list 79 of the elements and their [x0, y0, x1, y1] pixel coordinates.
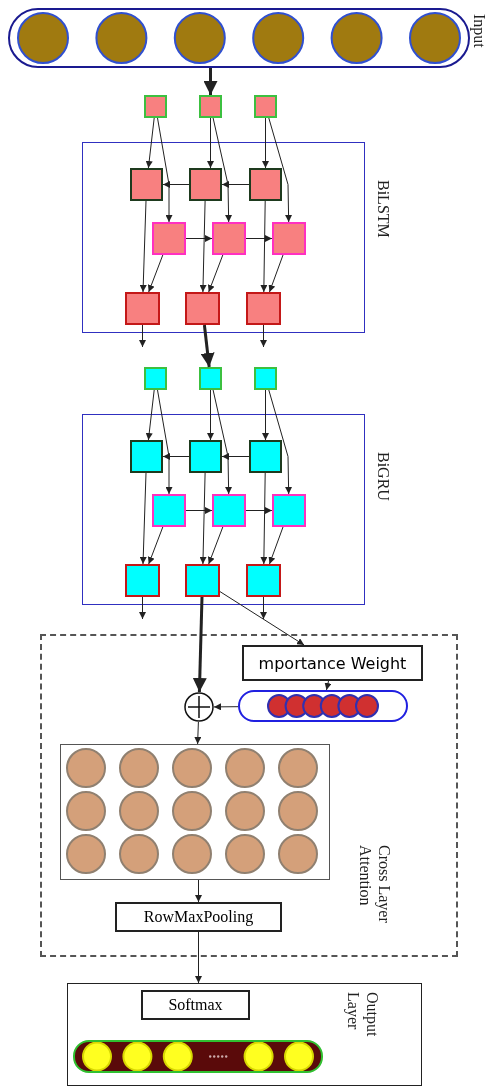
arrow — [212, 117, 233, 223]
arrow — [145, 117, 155, 169]
unit-square — [144, 95, 167, 118]
output-band — [73, 1040, 323, 1073]
unit-square — [189, 168, 222, 201]
arrow — [213, 703, 239, 711]
arrow — [268, 526, 284, 565]
layer-label: Input — [470, 14, 489, 50]
arrow — [139, 596, 146, 620]
arrow — [192, 596, 207, 693]
arrow — [207, 117, 214, 169]
arrow — [268, 117, 293, 223]
unit-square — [249, 440, 282, 473]
unit-square — [125, 564, 160, 597]
layer-label: BiLSTM — [374, 180, 393, 240]
unit-square — [189, 440, 222, 473]
arrow — [212, 389, 233, 495]
arrow — [199, 200, 207, 293]
layer-label: Output Layer — [344, 992, 382, 1039]
arrow — [262, 117, 269, 169]
unit-square — [185, 292, 220, 325]
arrow — [260, 596, 267, 620]
arrow — [157, 117, 173, 223]
arrow — [157, 389, 173, 495]
arrow — [268, 389, 293, 495]
arrow — [139, 200, 147, 293]
arrow — [245, 235, 273, 242]
unit-square — [199, 367, 222, 390]
unit-square — [246, 292, 281, 325]
arrow — [207, 389, 214, 441]
arrow — [245, 507, 273, 514]
unit-square — [246, 564, 281, 597]
arrow — [147, 526, 164, 565]
arrow — [162, 181, 190, 188]
arrow — [221, 181, 250, 188]
unit-square — [185, 564, 220, 597]
operation-box: mportance Weight — [242, 645, 423, 681]
arrow — [200, 324, 215, 368]
vector-band — [238, 690, 408, 722]
unit-square — [254, 367, 277, 390]
arrow — [219, 591, 305, 646]
arrow — [207, 254, 224, 293]
unit-square — [212, 494, 246, 527]
arrow — [260, 324, 267, 348]
unit-square — [130, 440, 163, 473]
arrow — [268, 254, 284, 293]
arrow — [203, 68, 218, 95]
unit-square — [144, 367, 167, 390]
arrow — [260, 472, 268, 565]
layer-label: BiGRU — [374, 452, 393, 503]
arrow — [199, 472, 207, 565]
unit-square — [130, 168, 163, 201]
operation-box: Softmax — [141, 990, 250, 1020]
unit-square — [199, 95, 222, 118]
arrow — [195, 931, 202, 984]
unit-square — [125, 292, 160, 325]
unit-square — [212, 222, 246, 255]
arrow — [221, 453, 250, 460]
arrow — [185, 507, 213, 514]
unit-square — [272, 494, 306, 527]
unit-square — [152, 494, 186, 527]
arrow — [145, 389, 155, 441]
arrow — [139, 324, 146, 348]
arrow — [260, 200, 268, 293]
operation-box: RowMaxPooling — [115, 902, 282, 932]
arrow — [262, 389, 269, 441]
arrow — [194, 721, 202, 745]
arrow — [162, 453, 190, 460]
arrow — [139, 472, 147, 565]
arrow — [207, 526, 224, 565]
unit-square — [152, 222, 186, 255]
unit-square — [249, 168, 282, 201]
unit-square — [272, 222, 306, 255]
arrow — [324, 680, 332, 691]
arrow — [147, 254, 164, 293]
arrow — [195, 879, 202, 903]
unit-square — [254, 95, 277, 118]
layer-label: Cross Layer Attention — [356, 845, 394, 925]
arrow — [185, 235, 213, 242]
